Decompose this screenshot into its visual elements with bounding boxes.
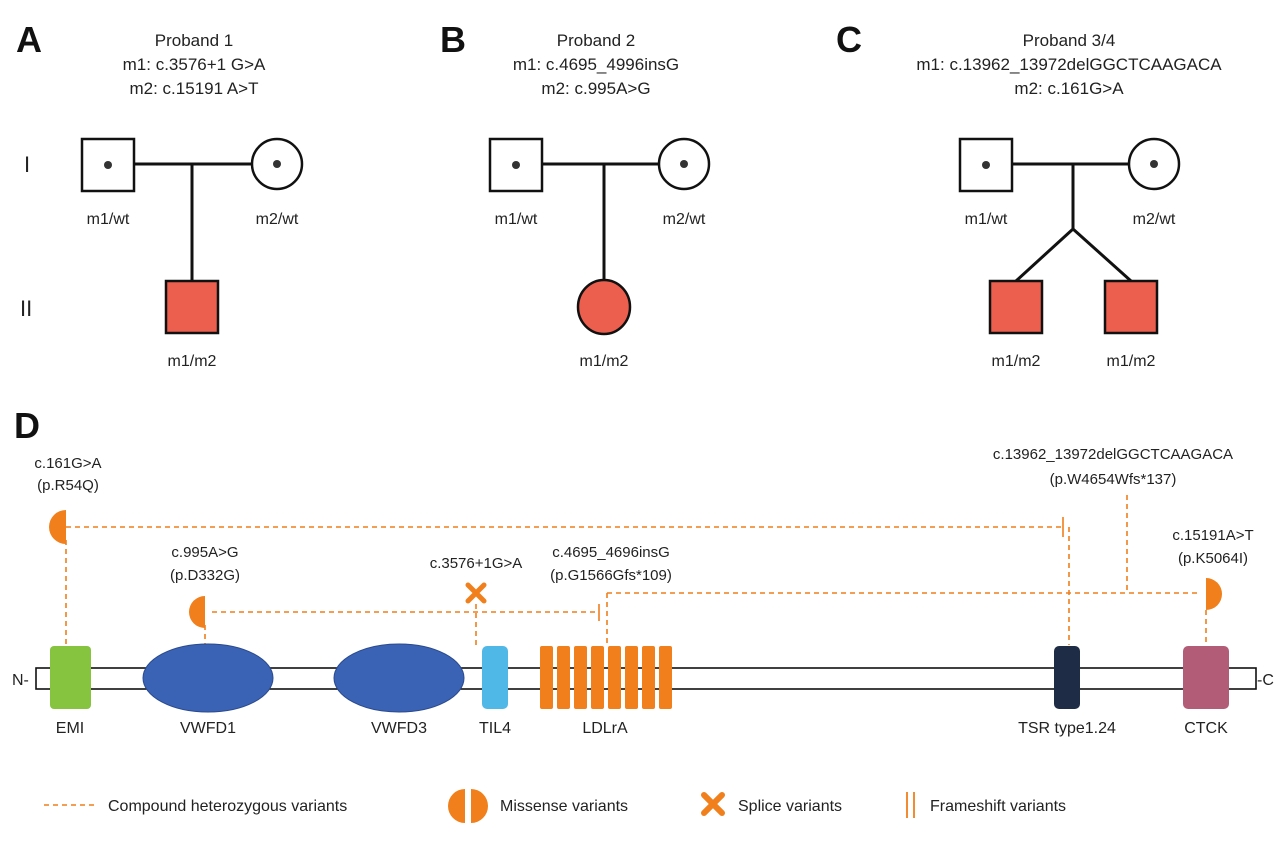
panel-letter-b: B	[440, 19, 466, 60]
affected-child2-square-c	[1103, 279, 1159, 335]
ldlra-domain	[540, 646, 672, 709]
label-emi: EMI	[56, 720, 84, 737]
pedigree-a: A Proband 1 m1: c.3576+1 G>A m2: c.15191…	[16, 19, 304, 370]
n-terminus-label: N-	[12, 672, 29, 689]
mutation-m2-c: m2: c.161G>A	[1014, 79, 1124, 98]
missense-marker-15191	[1206, 578, 1222, 610]
variant-161-dna: c.161G>A	[34, 455, 101, 472]
label-ldlra: LDLrA	[582, 720, 628, 737]
mutation-m2-b: m2: c.995A>G	[541, 79, 650, 98]
legend: Compound heterozygous variants Missense …	[44, 789, 1066, 823]
panel-letter-a: A	[16, 19, 42, 60]
carrier-dot-mother-c	[1150, 160, 1158, 168]
variant-4695-dna: c.4695_4696insG	[552, 544, 670, 561]
genotype-mother-b: m2/wt	[663, 211, 706, 228]
label-til4: TIL4	[479, 720, 511, 737]
legend-frameshift-label: Frameshift variants	[930, 798, 1066, 815]
variant-15191-protein: (p.K5064I)	[1178, 550, 1248, 567]
splice-x-stroke	[465, 582, 487, 604]
variant-13962-protein: (p.W4654Wfs*137)	[1050, 471, 1177, 488]
missense-marker-161	[49, 510, 66, 544]
carrier-dot-father-a	[104, 161, 112, 169]
til4-domain	[482, 646, 508, 709]
tsr-type1-domain	[1054, 646, 1080, 709]
mutation-m1-b: m1: c.4695_4996insG	[513, 55, 679, 74]
emi-domain	[50, 646, 91, 709]
label-vwfd3: VWFD3	[371, 720, 427, 737]
variant-4695-protein: (p.G1566Gfs*109)	[550, 567, 672, 584]
ldlra-repeat	[557, 646, 570, 709]
genotype-father-b: m1/wt	[495, 211, 538, 228]
genotype-child-a: m1/m2	[168, 353, 217, 370]
ldlra-repeat	[540, 646, 553, 709]
legend-splice-label: Splice variants	[738, 798, 842, 815]
generation-label-i: I	[24, 152, 30, 177]
mutation-m1-a: m1: c.3576+1 G>A	[123, 55, 266, 74]
ldlra-repeat	[659, 646, 672, 709]
variant-995-protein: (p.D332G)	[170, 567, 240, 584]
affected-child1-square-c	[988, 279, 1044, 335]
legend-splice-icon	[701, 792, 725, 816]
vwfd1-domain	[142, 643, 274, 713]
affected-child-circle-b	[576, 278, 632, 336]
ctck-domain	[1183, 646, 1229, 709]
legend-missense-left-half	[448, 789, 465, 823]
genotype-child-b: m1/m2	[580, 353, 629, 370]
carrier-dot-mother-b	[680, 160, 688, 168]
legend-compound-label: Compound heterozygous variants	[108, 798, 347, 815]
mutation-m1-c: m1: c.13962_13972delGGCTCAAGACA	[916, 55, 1222, 74]
ldlra-repeat	[591, 646, 604, 709]
panel-letter-d: D	[14, 405, 40, 446]
genotype-father-a: m1/wt	[87, 211, 130, 228]
father-square-c	[958, 137, 1014, 193]
label-vwfd1: VWFD1	[180, 720, 236, 737]
carrier-dot-father-b	[512, 161, 520, 169]
genotype-child2-c: m1/m2	[1107, 353, 1156, 370]
proband-title-a: Proband 1	[155, 31, 233, 50]
c-terminus-label: -C	[1257, 672, 1274, 689]
protein-schematic-d: D N- -C EMI	[12, 405, 1274, 737]
ldlra-repeat	[625, 646, 638, 709]
legend-missense-label: Missense variants	[500, 798, 628, 815]
proband-title-b: Proband 2	[557, 31, 635, 50]
legend-splice-stroke	[701, 792, 725, 816]
variant-3576-dna: c.3576+1G>A	[430, 555, 523, 572]
variant-13962-dna: c.13962_13972delGGCTCAAGACA	[993, 446, 1233, 463]
generation-label-ii: II	[20, 296, 32, 321]
missense-marker-995	[189, 596, 205, 628]
panel-letter-c: C	[836, 19, 862, 60]
label-ctck: CTCK	[1184, 720, 1228, 737]
proband-title-c: Proband 3/4	[1023, 31, 1116, 50]
legend-missense-right-half	[471, 789, 488, 823]
vwfd3-domain	[333, 643, 465, 713]
carrier-dot-father-c	[982, 161, 990, 169]
splice-marker-3576	[465, 582, 487, 604]
genotype-child1-c: m1/m2	[992, 353, 1041, 370]
genotype-mother-c: m2/wt	[1133, 211, 1176, 228]
variant-161-protein: (p.R54Q)	[37, 477, 99, 494]
genotype-father-c: m1/wt	[965, 211, 1008, 228]
variant-995-dna: c.995A>G	[171, 544, 238, 561]
ldlra-repeat	[574, 646, 587, 709]
pedigree-c: C Proband 3/4 m1: c.13962_13972delGGCTCA…	[836, 19, 1222, 370]
pedigree-b: B Proband 2 m1: c.4695_4996insG m2: c.99…	[440, 19, 711, 370]
ldlra-repeat	[608, 646, 621, 709]
label-tsr-type1: TSR type1.24	[1018, 720, 1116, 737]
twin-line-left-c	[1014, 227, 1075, 283]
ldlra-repeat	[642, 646, 655, 709]
twin-line-right-c	[1071, 227, 1133, 283]
carrier-dot-mother-a	[273, 160, 281, 168]
affected-child-square-a	[164, 279, 220, 335]
variant-15191-dna: c.15191A>T	[1172, 527, 1253, 544]
mutation-m2-a: m2: c.15191 A>T	[130, 79, 259, 98]
genotype-mother-a: m2/wt	[256, 211, 299, 228]
